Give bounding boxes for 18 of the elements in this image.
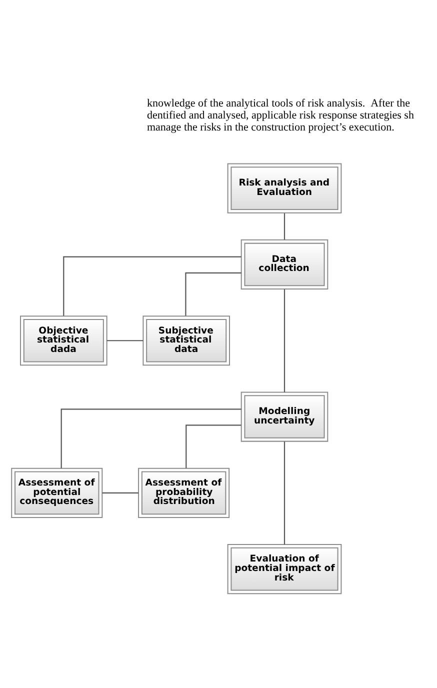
node-box: Evaluation of potential impact of risk bbox=[227, 544, 342, 594]
connector bbox=[185, 272, 242, 316]
connector bbox=[63, 256, 242, 316]
node-box: Objective statistical dada bbox=[20, 316, 108, 366]
node-box: Data collection bbox=[240, 239, 328, 290]
connector bbox=[284, 442, 286, 545]
label: knowledge of the analytical tools of risk analysis. After the dentified and analysed, applicable risk response strategies sh manage the risks in the construction project’s execution. bbox=[147, 98, 414, 134]
connector bbox=[60, 408, 242, 468]
node-box: Subjective statistical data bbox=[142, 316, 230, 366]
connector bbox=[284, 289, 286, 392]
connector bbox=[284, 213, 286, 240]
node-box: Assessment of potential consequences bbox=[11, 468, 103, 518]
node-box: Assessment of probability distribution bbox=[138, 468, 230, 518]
connector bbox=[102, 492, 138, 494]
node-box: Modelling uncertainty bbox=[240, 392, 328, 442]
connector bbox=[106, 340, 144, 342]
node-box: Risk analysis and Evaluation bbox=[227, 163, 342, 214]
connector bbox=[186, 424, 242, 468]
